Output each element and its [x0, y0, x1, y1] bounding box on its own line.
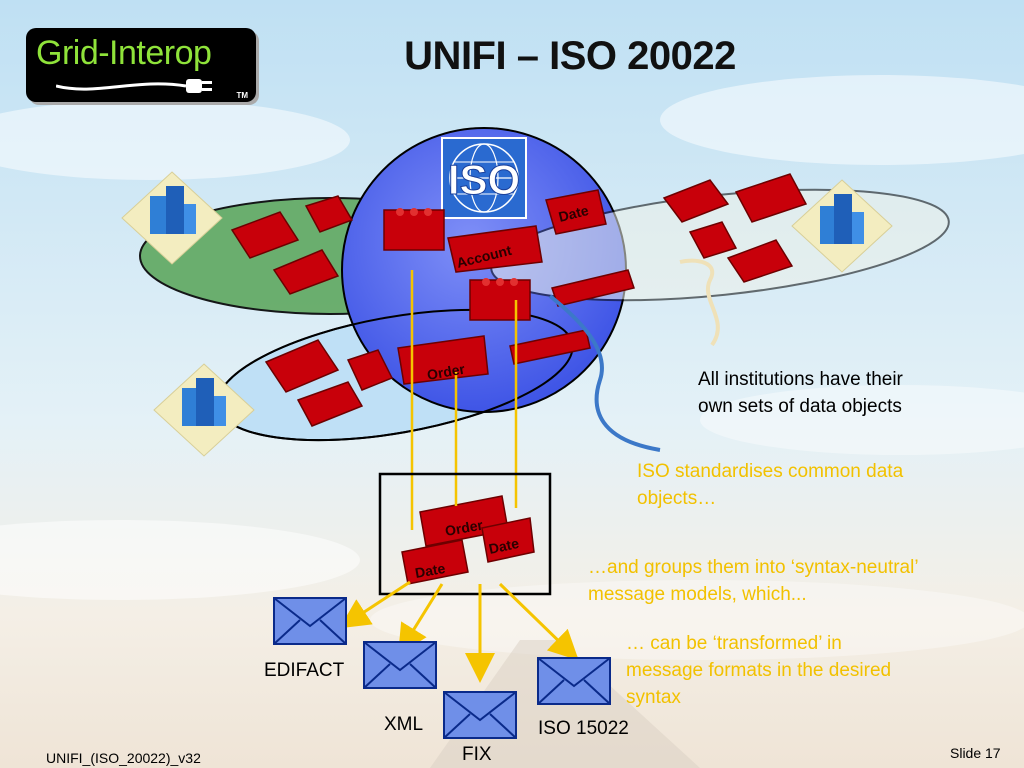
brick [726, 239, 794, 283]
brick [481, 517, 535, 563]
brick-label-order: Order [426, 360, 467, 382]
building-icon [791, 179, 893, 273]
plug-icon [56, 79, 212, 93]
brick [545, 189, 607, 235]
cream-squiggle-arrow [679, 258, 720, 347]
brick [447, 225, 543, 273]
brick [272, 249, 340, 295]
blue-squiggle-arrow [548, 294, 661, 452]
iso-logo-icon [441, 137, 527, 219]
logo-tm: TM [236, 91, 248, 100]
message-model-box [378, 472, 552, 596]
callout-standardise: ISO standardises common data objects… [637, 461, 904, 509]
brick [688, 221, 738, 259]
brick [230, 211, 300, 259]
callout-institutions: All institutions have their own sets of … [698, 369, 903, 417]
envelope-icon [273, 597, 347, 645]
callout-groups: …and groups them into ‘syntax-neutral’ m… [588, 557, 918, 605]
grid-interop-logo: Grid-Interop TM [26, 28, 256, 102]
format-label-edifact: EDIFACT [264, 660, 345, 681]
iso-logo-text: ISO [448, 156, 520, 203]
format-label-fix: FIX [462, 744, 492, 765]
logo-text: Grid-Interop [36, 34, 212, 72]
brick [401, 539, 469, 585]
callout-transformed: … can be ‘transformed’ in message format… [626, 633, 892, 708]
brick-label-stack-date-right: Date [487, 535, 520, 557]
envelope-icon [537, 657, 611, 705]
footer-slide-number: Slide 17 [950, 745, 1001, 761]
brick-label-stack-order: Order [444, 516, 485, 538]
format-label-xml: XML [384, 714, 424, 735]
slide-title: UNIFI – ISO 20022 [404, 34, 736, 78]
brick [346, 349, 394, 391]
brick [264, 339, 340, 393]
envelope-icon [363, 641, 437, 689]
brick [734, 173, 808, 223]
format-label-iso15022: ISO 15022 [538, 718, 629, 739]
building-icon [153, 363, 255, 457]
brick [304, 195, 354, 233]
brick [397, 335, 489, 385]
brick [509, 329, 591, 365]
brick-label-stack-date-left: Date [414, 560, 447, 581]
envelope-icon [443, 691, 517, 739]
brick-label-date-top: Date [557, 202, 591, 225]
building-icon [121, 171, 223, 265]
brick [662, 179, 730, 223]
brick [296, 381, 364, 427]
footer-left: UNIFI_(ISO_20022)_v32 [46, 750, 201, 766]
